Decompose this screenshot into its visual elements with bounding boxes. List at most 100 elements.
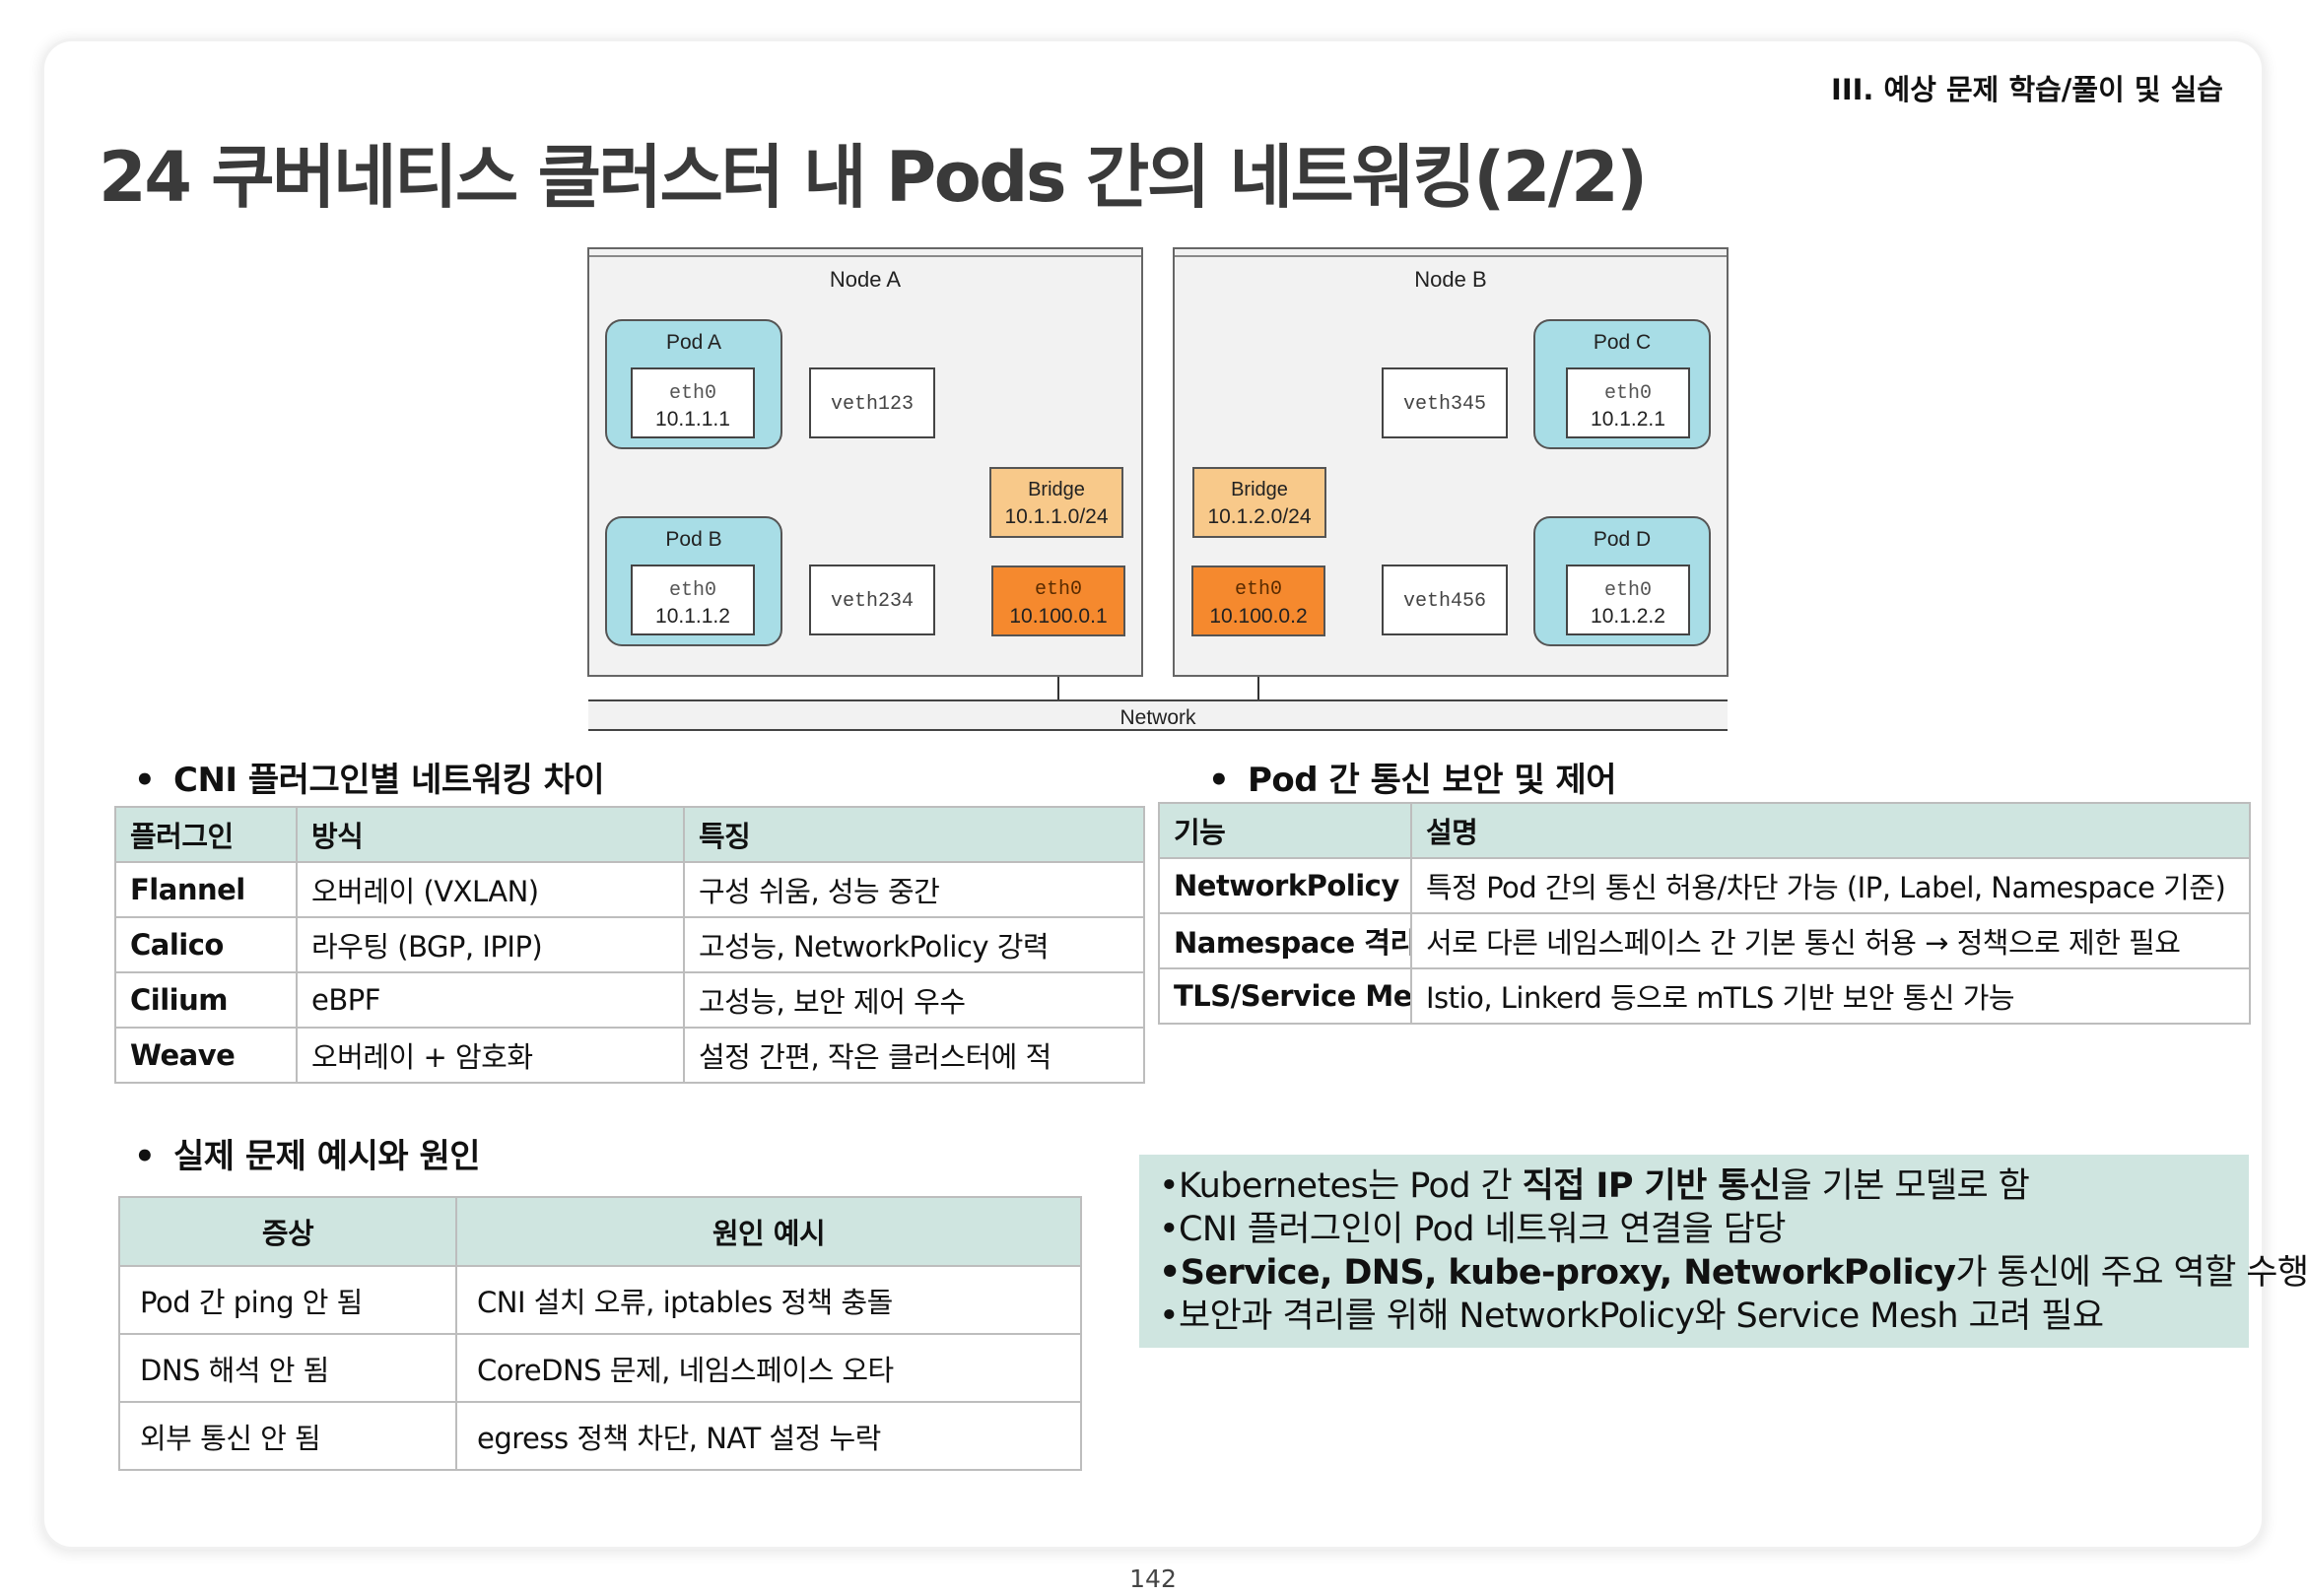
table-row: Cilium eBPF 고성능, 보안 제어 우수 (114, 971, 1145, 1029)
table-row: 외부 통신 안 됨 egress 정책 차단, NAT 설정 누락 (118, 1401, 1082, 1471)
column-header: 방식 (296, 806, 685, 863)
feature-name: Namespace 격리 (1158, 912, 1412, 969)
column-header: 플러그인 (114, 806, 298, 863)
table-row: DNS 해석 안 됨 CoreDNS 문제, 네임스페이스 오타 (118, 1333, 1082, 1403)
feature-name: NetworkPolicy (1158, 857, 1412, 914)
bullet-icon: • (1208, 761, 1230, 800)
table-row: TLS/Service Mesh Istio, Linkerd 등으로 mTLS… (1158, 967, 2251, 1025)
table-row: NetworkPolicy 특정 Pod 간의 통신 허용/차단 가능 (IP,… (1158, 857, 2251, 914)
svg-text:Bridge: Bridge (1028, 479, 1085, 500)
table-row: Flannel 오버레이 (VXLAN) 구성 쉬움, 성능 중간 (114, 861, 1145, 918)
page-number: 142 (1129, 1564, 1177, 1593)
feature-description: Istio, Linkerd 등으로 mTLS 기반 보안 통신 가능 (1410, 967, 2251, 1025)
network-bar: Network (588, 699, 1728, 731)
plugin-name: Cilium (114, 971, 298, 1029)
cause: CoreDNS 문제, 네임스페이스 오타 (455, 1333, 1082, 1403)
bridge-a: Bridge 10.1.1.0/24 (989, 467, 1123, 538)
pod-b: Pod B eth0 10.1.1.2 (605, 516, 782, 646)
feature-description: 서로 다른 네임스페이스 간 기본 통신 허용 → 정책으로 제한 필요 (1410, 912, 2251, 969)
svg-text:Pod C: Pod C (1594, 331, 1651, 354)
column-header: 설명 (1410, 802, 2251, 859)
plugin-feature: 설정 간편, 작은 클러스터에 적 (683, 1027, 1145, 1084)
cause: egress 정책 차단, NAT 설정 누락 (455, 1401, 1082, 1471)
svg-text:veth345: veth345 (1403, 393, 1486, 416)
examples-heading: •실제 문제 예시와 원인 (134, 1137, 481, 1176)
veth234: veth234 (809, 565, 935, 635)
svg-text:10.1.2.0/24: 10.1.2.0/24 (1207, 505, 1311, 528)
svg-text:eth0: eth0 (1035, 578, 1082, 601)
pod-a: Pod A eth0 10.1.1.1 (605, 319, 782, 449)
plugin-feature: 고성능, NetworkPolicy 강력 (683, 916, 1145, 973)
svg-text:Pod D: Pod D (1594, 528, 1651, 551)
bridge-b: Bridge 10.1.2.0/24 (1192, 467, 1326, 538)
node-a-label: Node A (830, 267, 901, 292)
plugin-name: Weave (114, 1027, 298, 1084)
cni-comparison-table: 플러그인 방식 특징 Flannel 오버레이 (VXLAN) 구성 쉬움, 성… (114, 806, 1145, 1084)
table-header-row: 기능 설명 (1158, 802, 2251, 859)
plugin-feature: 구성 쉬움, 성능 중간 (683, 861, 1145, 918)
veth345: veth345 (1382, 367, 1508, 438)
summary-box: •Kubernetes는 Pod 간 직접 IP 기반 통신을 기본 모델로 함… (1139, 1155, 2306, 1348)
summary-line: •Kubernetes는 Pod 간 직접 IP 기반 통신을 기본 모델로 함 (1159, 1166, 2030, 1206)
svg-text:eth0: eth0 (1235, 578, 1282, 601)
summary-line: •보안과 격리를 위해 NetworkPolicy와 Service Mesh … (1159, 1297, 2104, 1336)
summary-line: •CNI 플러그인이 Pod 네트워크 연결을 담당 (1159, 1210, 1787, 1249)
feature-description: 특정 Pod 간의 통신 허용/차단 가능 (IP, Label, Namesp… (1410, 857, 2251, 914)
svg-text:Pod A: Pod A (666, 331, 721, 354)
svg-text:10.1.1.1: 10.1.1.1 (655, 408, 730, 431)
pod-network-diagram: Node A Node B Pod A eth0 10.1.1.1 Pod B … (586, 242, 1734, 735)
plugin-name: Calico (114, 916, 298, 973)
table-row: Calico 라우팅 (BGP, IPIP) 고성능, NetworkPolic… (114, 916, 1145, 973)
column-header: 원인 예시 (455, 1196, 1082, 1267)
summary-line: •Service, DNS, kube-proxy, NetworkPolicy… (1159, 1253, 2306, 1293)
plugin-name: Flannel (114, 861, 298, 918)
svg-text:eth0: eth0 (669, 382, 716, 405)
pod-c: Pod C eth0 10.1.2.1 (1533, 319, 1711, 449)
svg-text:veth234: veth234 (831, 590, 914, 613)
svg-text:Bridge: Bridge (1231, 479, 1288, 500)
plugin-method: 오버레이 (VXLAN) (296, 861, 685, 918)
bullet-icon: • (134, 1137, 156, 1176)
svg-text:10.1.2.2: 10.1.2.2 (1591, 605, 1665, 628)
veth456: veth456 (1382, 565, 1508, 635)
pod-d: Pod D eth0 10.1.2.2 (1533, 516, 1711, 646)
column-header: 증상 (118, 1196, 457, 1267)
page-title: 24 쿠버네티스 클러스터 내 Pods 간의 네트워킹(2/2) (99, 137, 1648, 218)
veth123: veth123 (809, 367, 935, 438)
svg-text:10.100.0.1: 10.100.0.1 (1009, 605, 1107, 628)
cause: CNI 설치 오류, iptables 정책 충돌 (455, 1265, 1082, 1335)
svg-text:eth0: eth0 (669, 579, 716, 602)
table-row: Pod 간 ping 안 됨 CNI 설치 오류, iptables 정책 충돌 (118, 1265, 1082, 1335)
plugin-method: 라우팅 (BGP, IPIP) (296, 916, 685, 973)
svg-text:Pod B: Pod B (665, 528, 721, 551)
svg-text:veth123: veth123 (831, 393, 914, 416)
plugin-method: 오버레이 + 암호화 (296, 1027, 685, 1084)
bullet-icon: • (134, 761, 156, 800)
table-row: Namespace 격리 서로 다른 네임스페이스 간 기본 통신 허용 → 정… (1158, 912, 2251, 969)
table-header-row: 증상 원인 예시 (118, 1196, 1082, 1267)
table-row: Weave 오버레이 + 암호화 설정 간편, 작은 클러스터에 적 (114, 1027, 1145, 1084)
svg-text:eth0: eth0 (1604, 579, 1652, 602)
column-header: 특징 (683, 806, 1145, 863)
svg-text:eth0: eth0 (1604, 382, 1652, 405)
svg-text:10.1.1.2: 10.1.1.2 (655, 605, 730, 628)
eth0-node-b: eth0 10.100.0.2 (1191, 565, 1325, 636)
node-b-label: Node B (1414, 267, 1486, 292)
section-label: III. 예상 문제 학습/풀이 및 실습 (1831, 73, 2223, 106)
cni-heading: •CNI 플러그인별 네트워킹 차이 (134, 761, 605, 800)
pod-security-table: 기능 설명 NetworkPolicy 특정 Pod 간의 통신 허용/차단 가… (1158, 802, 2251, 1025)
plugin-method: eBPF (296, 971, 685, 1029)
security-heading: •Pod 간 통신 보안 및 제어 (1208, 761, 1617, 800)
svg-text:10.1.2.1: 10.1.2.1 (1591, 408, 1665, 431)
plugin-feature: 고성능, 보안 제어 우수 (683, 971, 1145, 1029)
svg-text:veth456: veth456 (1403, 590, 1486, 613)
svg-text:10.1.1.0/24: 10.1.1.0/24 (1004, 505, 1108, 528)
problem-examples-table: 증상 원인 예시 Pod 간 ping 안 됨 CNI 설치 오류, iptab… (118, 1196, 1082, 1471)
table-header-row: 플러그인 방식 특징 (114, 806, 1145, 863)
symptom: Pod 간 ping 안 됨 (118, 1265, 457, 1335)
network-label: Network (1119, 706, 1196, 729)
eth0-node-a: eth0 10.100.0.1 (991, 565, 1125, 636)
feature-name: TLS/Service Mesh (1158, 967, 1412, 1025)
column-header: 기능 (1158, 802, 1412, 859)
symptom: DNS 해석 안 됨 (118, 1333, 457, 1403)
